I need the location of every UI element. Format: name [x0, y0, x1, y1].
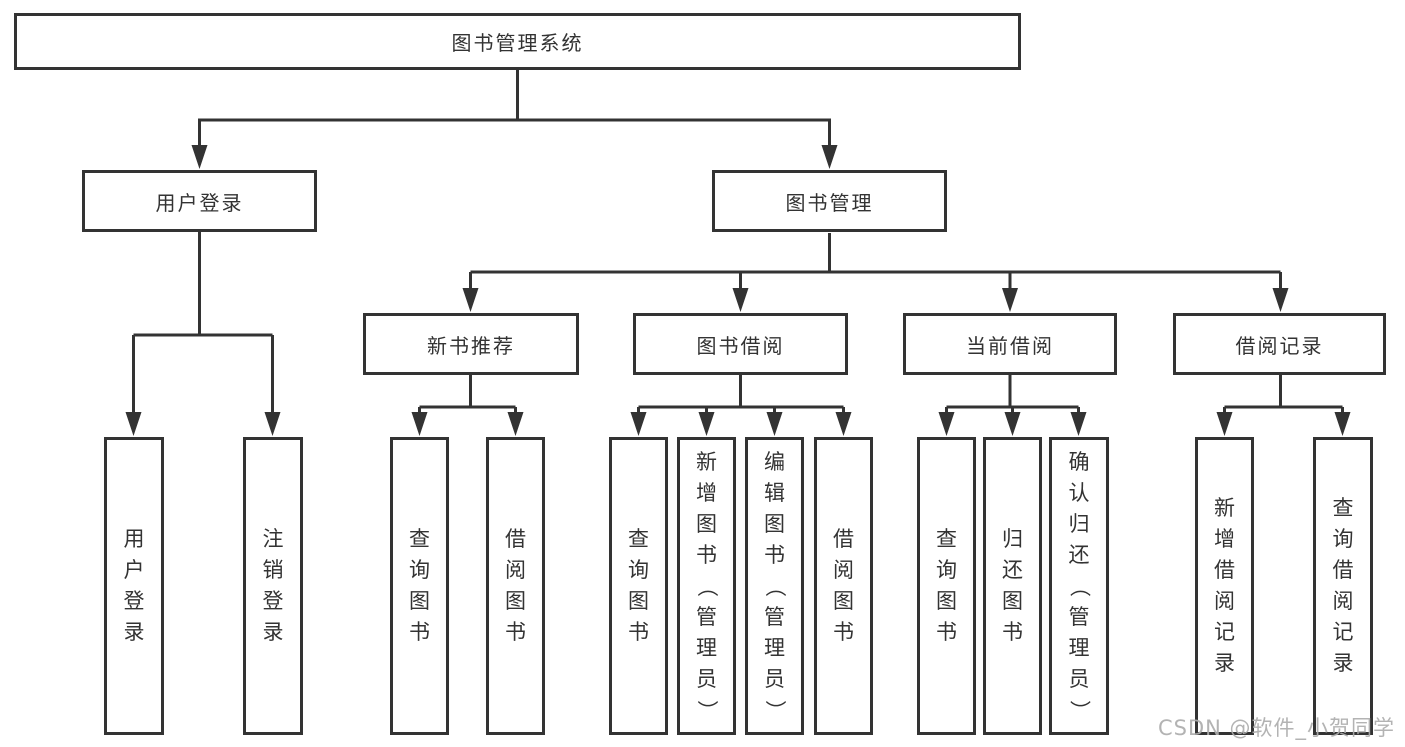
vertical-label-char: 询 [409, 558, 430, 582]
vertical-label-char: 图 [936, 589, 957, 613]
node-leaf-query-books-recommend: 查询图书 [390, 437, 449, 735]
vertical-label-char: 增 [1214, 527, 1235, 551]
vertical-label-char: 员 [696, 666, 717, 691]
vertical-label-char: ） [1067, 699, 1092, 721]
vertical-label-char: 理 [764, 635, 785, 660]
vertical-label-char: 用 [123, 527, 145, 551]
node-leaf-query-books-current: 查询图书 [917, 437, 976, 735]
node-leaf-add-books-admin: 新增图书 （ 管理员 ） [677, 437, 736, 735]
arrowheads [125, 145, 1351, 436]
node-leaf-logout: 注销登录 [243, 437, 303, 735]
vertical-label-char: 员 [1068, 666, 1090, 691]
node-leaf-edit-books-admin: 编辑图书 （ 管理员 ） [745, 437, 804, 735]
vertical-label-char: 录 [1332, 651, 1354, 675]
vertical-label-char: 辑 [764, 480, 785, 505]
vertical-label-char: 管 [1068, 604, 1090, 629]
vertical-label-char: （ [695, 575, 719, 597]
vertical-label-char: 增 [696, 480, 717, 505]
vertical-label-char: 员 [764, 666, 785, 691]
vertical-label-char: 录 [262, 620, 284, 644]
vertical-label-char: 户 [123, 558, 145, 582]
node-library-management-system: 图书管理系统 [14, 13, 1021, 70]
vertical-label-char: 归 [1068, 511, 1090, 536]
vertical-label-char: 新 [1214, 496, 1235, 520]
vertical-label-char: 查 [409, 527, 430, 551]
vertical-label-char: 归 [1002, 527, 1023, 551]
vertical-label-char: ） [695, 699, 719, 721]
vertical-label-char: 阅 [833, 558, 854, 582]
vertical-label-char: 图 [409, 589, 430, 613]
vertical-label-char: 图 [764, 511, 785, 536]
vertical-label-char: 询 [936, 558, 957, 582]
vertical-label-char: 阅 [505, 558, 526, 582]
node-leaf-query-books-borrowing: 查询图书 [609, 437, 668, 735]
vertical-label-char: 借 [1214, 558, 1235, 582]
vertical-label-char: 书 [936, 620, 957, 644]
vertical-label-char: 管 [764, 604, 785, 629]
node-leaf-borrow-books-recommend: 借阅图书 [486, 437, 545, 735]
vertical-label-char: 借 [1332, 558, 1354, 582]
vertical-label-char: 登 [123, 589, 145, 613]
vertical-label-char: 记 [1214, 620, 1235, 644]
vertical-label-char: 询 [628, 558, 649, 582]
vertical-label-char: 书 [505, 620, 526, 644]
vertical-label-char: 查 [936, 527, 957, 551]
vertical-label-char: 还 [1068, 542, 1090, 567]
csdn-watermark: CSDN @软件_小贺同学 [1158, 716, 1396, 740]
node-new-book-recommendation: 新书推荐 [363, 313, 579, 375]
vertical-label-char: 理 [696, 635, 717, 660]
vertical-label-char: 新 [696, 449, 717, 474]
node-leaf-borrow-books: 借阅图书 [814, 437, 873, 735]
vertical-label-char: 管 [696, 604, 717, 629]
node-leaf-add-borrow-record: 新增借阅记录 [1195, 437, 1254, 735]
vertical-label-char: （ [763, 575, 787, 597]
vertical-label-char: 图 [1002, 589, 1023, 613]
vertical-label-char: 注 [262, 527, 284, 551]
vertical-label-char: 借 [505, 527, 526, 551]
vertical-label-char: 图 [505, 589, 526, 613]
vertical-label-char: 销 [262, 558, 284, 582]
node-leaf-confirm-return-admin: 确认归还 （ 管理员 ） [1049, 437, 1109, 735]
vertical-label-char: 查 [628, 527, 649, 551]
vertical-label-char: 图 [696, 511, 717, 536]
node-leaf-user-login: 用户登录 [104, 437, 164, 735]
vertical-label-char: 登 [262, 589, 284, 613]
vertical-label-char: 询 [1332, 527, 1354, 551]
vertical-label-char: 书 [696, 542, 717, 567]
node-book-management: 图书管理 [712, 170, 947, 232]
vertical-label-char: 图 [833, 589, 854, 613]
node-leaf-return-books: 归还图书 [983, 437, 1042, 735]
node-book-borrowing: 图书借阅 [633, 313, 848, 375]
vertical-label-char: 书 [764, 542, 785, 567]
vertical-label-char: 录 [123, 620, 145, 644]
node-leaf-query-borrow-record: 查询借阅记录 [1313, 437, 1373, 735]
vertical-label-char: 确 [1068, 449, 1090, 474]
vertical-label-char: （ [1067, 575, 1092, 597]
node-current-borrowing: 当前借阅 [903, 313, 1117, 375]
vertical-label-char: 认 [1068, 480, 1090, 505]
vertical-label-char: 图 [628, 589, 649, 613]
vertical-label-char: 书 [833, 620, 854, 644]
vertical-label-char: 借 [833, 527, 854, 551]
vertical-label-char: 编 [764, 449, 785, 474]
node-borrowing-records: 借阅记录 [1173, 313, 1386, 375]
node-user-login: 用户登录 [82, 170, 317, 232]
vertical-label-char: 还 [1002, 558, 1023, 582]
vertical-label-char: 录 [1214, 651, 1235, 675]
vertical-label-char: 阅 [1332, 589, 1354, 613]
vertical-label-char: 查 [1332, 496, 1354, 520]
vertical-label-char: 理 [1068, 635, 1090, 660]
vertical-label-char: 书 [409, 620, 430, 644]
vertical-label-char: 书 [628, 620, 649, 644]
vertical-label-char: ） [763, 699, 787, 721]
vertical-label-char: 书 [1002, 620, 1023, 644]
vertical-label-char: 记 [1332, 620, 1354, 644]
vertical-label-char: 阅 [1214, 589, 1235, 613]
